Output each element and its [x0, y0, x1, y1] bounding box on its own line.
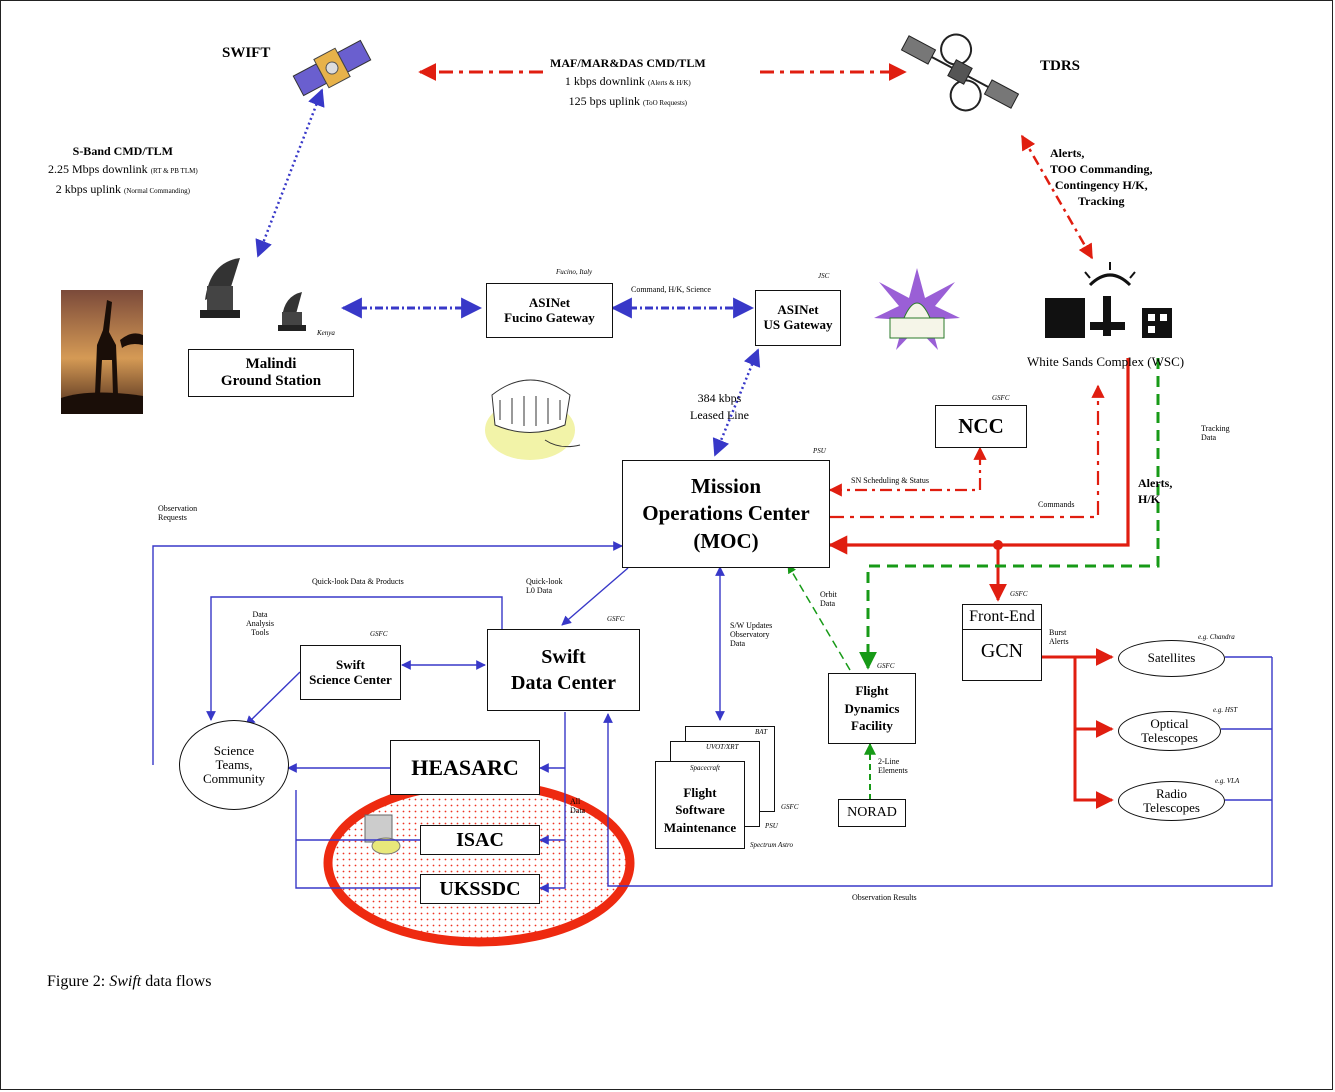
fsm-bat-label: BAT [755, 728, 768, 736]
observation-results-label: Observation Results [852, 893, 917, 902]
spectrum-astro-label: Spectrum Astro [750, 841, 793, 849]
tdrs-wsc-link-label: Alerts, TOO Commanding, Contingency H/K,… [1050, 146, 1153, 208]
satellites-ellipse: Satellites [1118, 640, 1225, 677]
ssc-org-label: GSFC [370, 630, 388, 638]
figure-caption: Figure 2: Swift data flows [47, 973, 212, 990]
figure-caption-label: Figure 2 [47, 973, 101, 990]
ncc-org-label: GSFC [992, 394, 1010, 402]
sdc-org-label: GSFC [607, 615, 625, 623]
sband-link-label: S-Band CMD/TLM 2.25 Mbps downlink (RT & … [48, 144, 198, 196]
quicklook-products-label: Quick-look Data & Products [312, 577, 404, 586]
norad-box: NORAD [838, 799, 906, 827]
colosseum-icon [485, 379, 581, 460]
sn-scheduling-label: SN Scheduling & Status [851, 476, 930, 485]
fdf-org-label: GSFC [877, 662, 895, 670]
gcn-org-label: GSFC [1010, 590, 1028, 598]
africa-photo [61, 290, 143, 414]
eg-hst-label: e.g. HST [1213, 706, 1238, 714]
tdrs-satellite-icon [900, 33, 1020, 112]
moc-org-label: PSU [813, 447, 826, 455]
front-end-gcn-box: Front-End GCN [962, 604, 1042, 681]
heasarc-box: HEASARC [390, 740, 540, 795]
tdrs-label: TDRS [1040, 58, 1081, 74]
swift-label: SWIFT [222, 45, 271, 61]
ncc-box: NCC [935, 405, 1027, 448]
fucino-location-label: Fucino, Italy [556, 268, 593, 276]
capitol-icon [874, 268, 960, 350]
fsm-spacecraft-label: Spacecraft [690, 764, 720, 772]
gcn-label: GCN [980, 640, 1024, 663]
fsm-uvot-label: UVOT/XRT [706, 743, 739, 751]
eg-vla-label: e.g. VLA [1215, 777, 1240, 785]
jsc-label: JSC [818, 272, 830, 280]
swift-satellite-icon [292, 39, 372, 97]
front-end-label: Front-End [963, 605, 1041, 631]
figure-caption-title: Swift [109, 973, 142, 990]
kenya-label: Kenya [317, 329, 335, 337]
alerts-hk-label: Alerts,H/K [1138, 476, 1173, 506]
eg-chandra-label: e.g. Chandra [1198, 633, 1235, 641]
ukssdc-box: UKSSDC [420, 874, 540, 904]
fsm-gsfc-label: GSFC [781, 803, 799, 811]
maf-link-label: MAF/MAR&DAS CMD/TLM 1 kbps downlink (Ale… [550, 56, 706, 108]
command-hk-science-label: Command, H/K, Science [631, 285, 711, 294]
fsm-psu-label: PSU [765, 822, 778, 830]
commands-label: Commands [1038, 500, 1075, 509]
isac-box: ISAC [420, 825, 540, 855]
white-sands-complex-icon [1045, 262, 1172, 338]
malindi-dish-icon [200, 258, 306, 331]
figure-caption-rest: data flows [141, 973, 212, 990]
white-sands-complex-label: White Sands Complex (WSC) [1027, 354, 1185, 369]
